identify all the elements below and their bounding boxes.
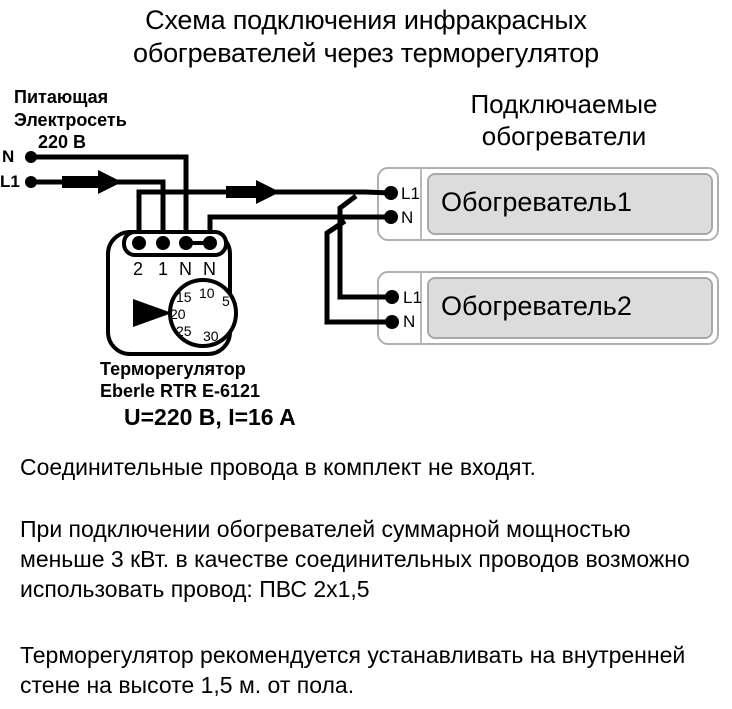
heater2-caption: Обогреватель2 [441,291,632,321]
thermostat-dial-pointer-icon [133,299,172,327]
heaters-heading-line-2: обогреватели [481,121,647,151]
thermostat-dial-number-30: 30 [203,328,219,344]
thermostat-terminal-block [122,230,228,257]
supply-terminal-n-label: N [2,147,15,166]
flow-arrows [62,170,280,204]
wire-thermo-n-to-heater1-n [207,214,390,243]
heaters-heading: Подключаемые обогреватели [404,88,724,152]
note-installation-height: Терморегулятор рекомендуется устанавлива… [20,642,686,698]
supply-label-line-2: Электросеть [14,110,127,130]
heater1-terminal-label-n: N [401,208,414,227]
supply-label-line-1: Питающая [14,87,109,107]
thermostat-terminal-label-n2: N [203,259,216,279]
flow-arrow-to-heaters [226,180,280,204]
supply-label: Питающая Электросеть [14,86,127,132]
thermostat-terminal-label-n1: N [179,259,192,279]
heater1-panel [427,173,713,235]
heater1-terminal-label-l1: L1 [401,184,420,203]
heater2-terminal-label-l1: L1 [403,288,422,307]
supply-n-dot [25,151,37,163]
heater2-terminal-label-n: N [403,312,416,331]
page-title: Схема подключения инфракрасных обогреват… [0,4,732,70]
thermostat-terminal-1-dot [156,236,170,250]
thermostat-rating: U=220 B, I=16 A [124,404,296,430]
heater2-panel [427,277,713,339]
thermostat-terminal-2-dot [132,236,146,250]
heaters-heading-line-1: Подключаемые [470,89,658,119]
thermostat-name: Терморегулятор Eberle RTR E-6121 [100,358,260,402]
thermostat-dial-number-15: 15 [176,289,192,305]
thermostat-dial-number-25: 25 [176,323,192,339]
thermostat-terminal-label-1: 1 [158,259,169,279]
thermostat-dial-number-10: 10 [199,285,215,301]
thermostat-terminal-label-2: 2 [133,259,144,279]
page-title-line-1: Схема подключения инфракрасных [145,5,587,35]
heater1-n-dot [384,210,398,224]
supply-terminal-l1-label: L1 [0,172,20,191]
heater1-l1-dot [384,186,398,200]
heater2-l1-dot [385,290,399,304]
wire-branch-to-heater2-l1 [337,194,392,300]
thermostat-dial-number-20: 20 [170,306,186,322]
wire-branch-to-heater2-n [324,218,392,325]
note-cable-recommendation: При подключении обогревателей суммарной … [20,516,690,602]
page-title-line-2: обогревателей через терморегулятор [133,38,599,68]
supply-l1-dot [25,176,37,188]
flow-arrow-supply-l1 [62,170,122,194]
thermostat-terminal-n2-dot [203,236,217,250]
heater2-n-dot [385,315,399,329]
supply-voltage: 220 В [38,132,87,152]
wire-supply-n [30,154,189,243]
thermostat-dial-number-5: 5 [222,293,230,309]
heater1-caption: Обогреватель1 [441,187,632,217]
note-wires-not-included: Соединительные провода в комплект не вхо… [20,454,536,480]
thermostat-terminal-n1-dot [179,236,193,250]
thermostat-name-line-1: Терморегулятор [100,359,246,379]
thermostat-name-line-2: Eberle RTR E-6121 [100,381,261,401]
